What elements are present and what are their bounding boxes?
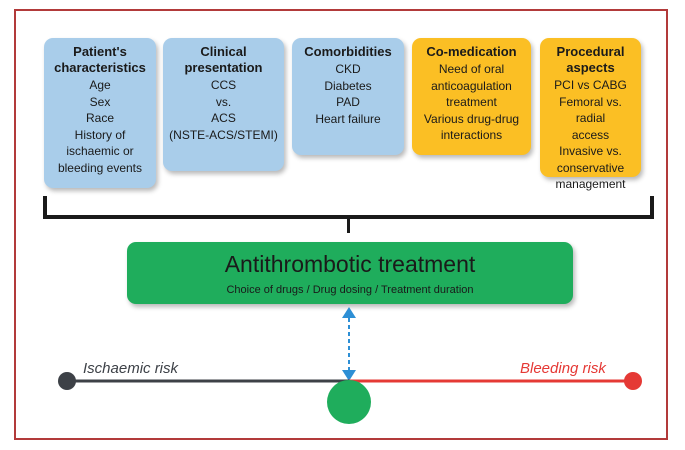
card-line: Various drug-drug: [423, 111, 520, 126]
treatment-subtitle: Choice of drugs / Drug dosing / Treatmen…: [226, 284, 474, 296]
card-line: (NSTE-ACS/STEMI): [169, 127, 278, 142]
card-line: Diabetes: [324, 78, 372, 93]
balance-fulcrum: [327, 380, 371, 424]
card-line: CCS: [210, 78, 237, 92]
card-title: Clinical presentation: [184, 44, 263, 75]
card-line: Heart failure: [315, 111, 381, 126]
card-title: Co-medication: [426, 44, 517, 59]
card-line: anticoagulation: [431, 78, 512, 93]
card-line: treatment: [446, 95, 497, 109]
card-line: PCI vs CABG: [554, 78, 627, 92]
bracket-left-tick: [43, 196, 47, 219]
card-line: Femoral vs. radial: [559, 94, 622, 126]
card-patient-characteristics: Patient's characteristics Age Sex Race H…: [44, 38, 156, 188]
card-title: Patient's characteristics: [54, 44, 146, 75]
card-line: PAD: [336, 95, 360, 109]
card-line: Invasive vs.: [559, 144, 622, 158]
bleeding-risk-label: Bleeding risk: [520, 360, 606, 377]
card-co-medication: Co-medication Need of oral anticoagulati…: [412, 38, 531, 155]
card-line: bleeding events: [57, 160, 143, 175]
card-line: interactions: [440, 128, 503, 142]
card-line: History of: [74, 127, 126, 142]
bleeding-endpoint: [624, 372, 642, 390]
card-line: Age: [89, 78, 111, 92]
antithrombotic-treatment-box: Antithrombotic treatment Choice of drugs…: [127, 242, 573, 304]
card-line: management: [555, 177, 626, 191]
bracket-center-stem: [347, 217, 350, 233]
arrow-down-icon: [342, 370, 356, 381]
card-title: Comorbidities: [304, 44, 392, 59]
ischaemic-endpoint: [58, 372, 76, 390]
figure-frame: [14, 9, 668, 440]
card-clinical-presentation: Clinical presentation CCS vs. ACS (NSTE-…: [163, 38, 284, 171]
arrow-up-icon: [342, 307, 356, 318]
card-line: ACS: [211, 111, 236, 125]
card-line: CKD: [335, 62, 361, 76]
treatment-title: Antithrombotic treatment: [224, 251, 476, 277]
card-title: Procedural aspects: [556, 44, 625, 75]
ischaemic-risk-label: Ischaemic risk: [83, 360, 179, 377]
card-line: ischaemic or: [66, 144, 134, 158]
card-line: conservative: [556, 160, 625, 175]
card-line: Sex: [89, 94, 111, 109]
card-line: vs.: [215, 94, 232, 109]
bracket-right-tick: [650, 196, 654, 219]
card-line: Need of oral: [438, 62, 505, 76]
card-comorbidities: Comorbidities CKD Diabetes PAD Heart fai…: [292, 38, 404, 155]
card-procedural-aspects: Procedural aspects PCI vs CABG Femoral v…: [540, 38, 641, 191]
card-line: access: [571, 127, 610, 142]
card-line: Race: [85, 111, 114, 125]
